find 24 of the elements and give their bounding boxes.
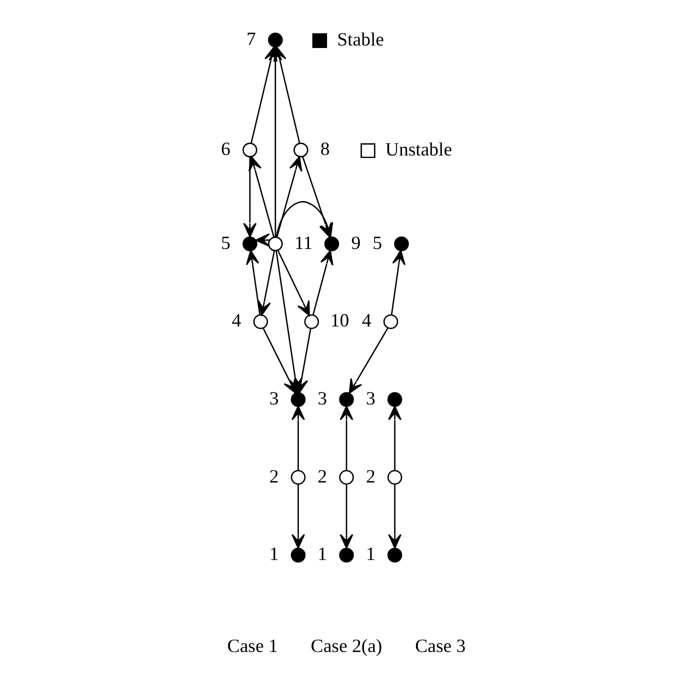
node-label: 5 <box>372 232 382 254</box>
node-label: 1 <box>268 544 278 566</box>
legend-label: Unstable <box>384 140 452 161</box>
node-label: 3 <box>317 388 327 410</box>
node-label: 1 <box>365 544 375 566</box>
label: Case 1 <box>226 636 278 658</box>
label: Case 3 <box>414 636 466 658</box>
node-label: 2 <box>365 466 375 488</box>
node-label: 9 <box>350 232 360 254</box>
node-label: 2 <box>268 466 278 488</box>
node-label: 4 <box>231 310 241 332</box>
node-label: 1 <box>317 544 327 566</box>
node-label: 10 <box>330 310 349 332</box>
node-label: 4 <box>361 310 371 332</box>
node-label: 5 <box>220 232 230 254</box>
node-label: 6 <box>220 138 230 160</box>
node-label: 8 <box>320 138 330 160</box>
legend-label: Stable <box>336 30 384 51</box>
node-label: 11 <box>294 232 312 254</box>
label: Case 2(a) <box>310 636 382 658</box>
node-label: 2 <box>317 466 327 488</box>
node-label: 7 <box>246 28 256 50</box>
node-label: 3 <box>365 388 375 410</box>
node-label: 3 <box>268 388 278 410</box>
